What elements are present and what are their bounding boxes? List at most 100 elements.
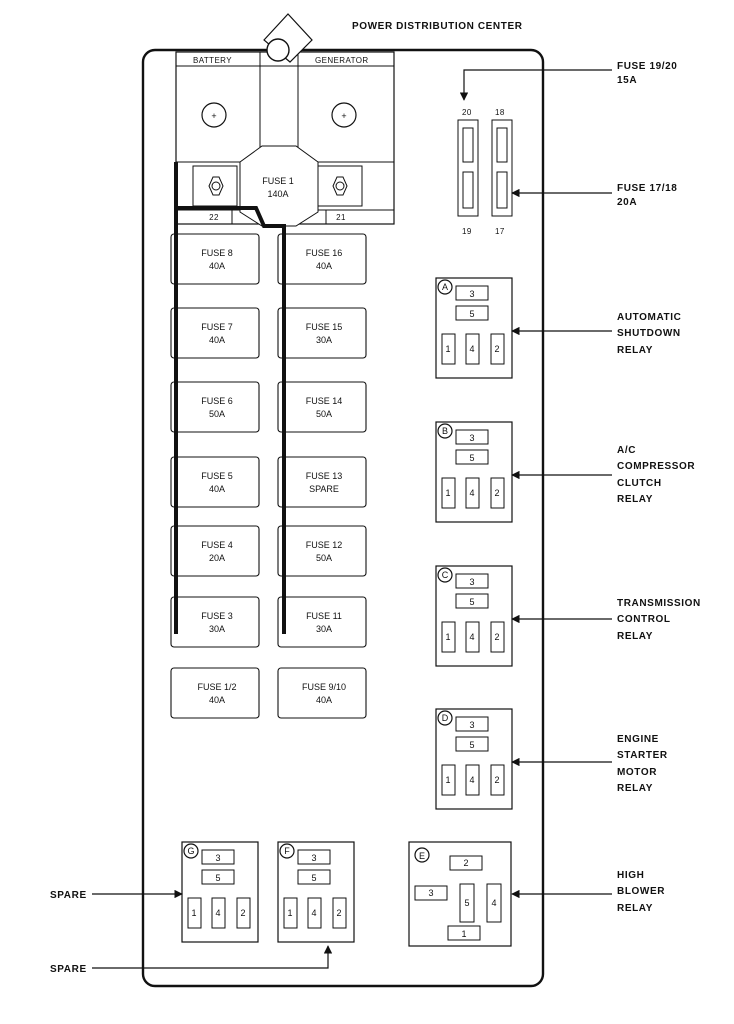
fuse-amp: 40A [209, 695, 225, 705]
relay-pin-5: 5 [469, 740, 474, 750]
relay-pin-2: 2 [240, 908, 245, 918]
relay-pin-2: 2 [494, 775, 499, 785]
relay-pin-3: 3 [469, 289, 474, 299]
starter-line1: ENGINE [617, 734, 659, 745]
relay-b: B 3 5 1 4 2 [435, 421, 513, 523]
battery-plus: + [211, 111, 216, 121]
relay-c: C 3 5 1 4 2 [435, 565, 513, 667]
starter-line3: MOTOR [617, 767, 657, 778]
asd-line1: AUTOMATIC [617, 312, 681, 323]
fuse-left-3: FUSE 5 40A [170, 456, 260, 508]
spare-label-1: SPARE [50, 890, 87, 901]
relay-e-pin-4: 4 [491, 898, 496, 908]
terminal-22: 22 [209, 213, 219, 222]
relay-pin-1: 1 [191, 908, 196, 918]
battery-post-icon [201, 102, 227, 128]
starter-line2: STARTER [617, 750, 668, 761]
relay-e-pin-1: 1 [461, 929, 466, 939]
mini-fuse-block [457, 119, 513, 217]
relay-pin-2: 2 [494, 488, 499, 498]
terminal-block [175, 51, 395, 227]
relay-pin-4: 4 [469, 632, 474, 642]
fuse-amp: 50A [209, 409, 225, 419]
relay-pin-2: 2 [494, 632, 499, 642]
housing-tab [263, 13, 313, 63]
fuse-amp: 40A [316, 261, 332, 271]
fuse-name: FUSE 6 [201, 396, 233, 406]
fuse-name: FUSE 11 [306, 611, 342, 621]
relay-pin-2: 2 [494, 344, 499, 354]
fuse1-amp: 140A [267, 189, 288, 199]
relay-letter: B [442, 426, 448, 436]
relay-pin-4: 4 [469, 488, 474, 498]
fuse-amp: 50A [316, 409, 332, 419]
relay-pin-3: 3 [469, 433, 474, 443]
fuse-amp: 40A [209, 335, 225, 345]
bus-bars [174, 162, 286, 634]
fuse-left-2: FUSE 6 50A [170, 381, 260, 433]
relay-pin-5: 5 [469, 309, 474, 319]
fuse-amp: 20A [209, 553, 225, 563]
relay-letter: G [187, 846, 194, 856]
fuse-amp: 30A [316, 624, 332, 634]
relay-pin-5: 5 [469, 453, 474, 463]
relay-e-letter: E [419, 851, 425, 861]
relay-pin-5: 5 [311, 873, 316, 883]
blower-line2: BLOWER [617, 886, 665, 897]
fuse-name: FUSE 7 [201, 322, 233, 332]
relay-e-pin-5: 5 [464, 898, 469, 908]
relay-letter: D [442, 713, 449, 723]
relay-pin-2: 2 [336, 908, 341, 918]
fuse-amp: 40A [209, 261, 225, 271]
relay-pin-1: 1 [445, 632, 450, 642]
generator-label: GENERATOR [315, 56, 369, 65]
fuse-name: FUSE 5 [201, 471, 233, 481]
relay-e-pin-2: 2 [463, 858, 468, 868]
fuse-name: FUSE 15 [306, 322, 343, 332]
mini-fuse-20: 20 [462, 108, 472, 117]
relay-pin-1: 1 [445, 344, 450, 354]
fuse-amp: 50A [316, 553, 332, 563]
generator-plus: + [341, 111, 346, 121]
ac-line4: RELAY [617, 494, 653, 505]
fuse-amp: 40A [316, 695, 332, 705]
fuse-amp: 40A [209, 484, 225, 494]
fuse-right-6: FUSE 9/10 40A [277, 667, 367, 719]
ac-line1: A/C [617, 445, 636, 456]
diagram-title: POWER DISTRIBUTION CENTER [352, 21, 523, 32]
trans-line2: CONTROL [617, 614, 671, 625]
relay-pin-5: 5 [215, 873, 220, 883]
relay-e [408, 841, 512, 947]
relay-pin-3: 3 [469, 720, 474, 730]
relay-pin-4: 4 [311, 908, 316, 918]
relay-pin-1: 1 [445, 488, 450, 498]
fuse-name: FUSE 3 [201, 611, 233, 621]
relay-pin-1: 1 [445, 775, 450, 785]
relay-letter: C [442, 570, 449, 580]
starter-line4: RELAY [617, 783, 653, 794]
relay-letter: A [442, 282, 448, 292]
battery-label: BATTERY [193, 56, 232, 65]
relay-pin-3: 3 [469, 577, 474, 587]
fuse-name: FUSE 9/10 [302, 682, 346, 692]
fuse-left-4: FUSE 4 20A [170, 525, 260, 577]
fuse1718-line2: 20A [617, 197, 637, 208]
fuse1718-line1: FUSE 17/18 [617, 183, 677, 194]
relay-pin-4: 4 [469, 344, 474, 354]
asd-line2: SHUTDOWN [617, 328, 681, 339]
ac-line2: COMPRESSOR [617, 461, 695, 472]
fuse-name: FUSE 16 [306, 248, 343, 258]
fuse-name: FUSE 4 [201, 540, 233, 550]
asd-line3: RELAY [617, 345, 653, 356]
blower-line1: HIGH [617, 870, 644, 881]
fuse-left-1: FUSE 7 40A [170, 307, 260, 359]
relay-pin-5: 5 [469, 597, 474, 607]
